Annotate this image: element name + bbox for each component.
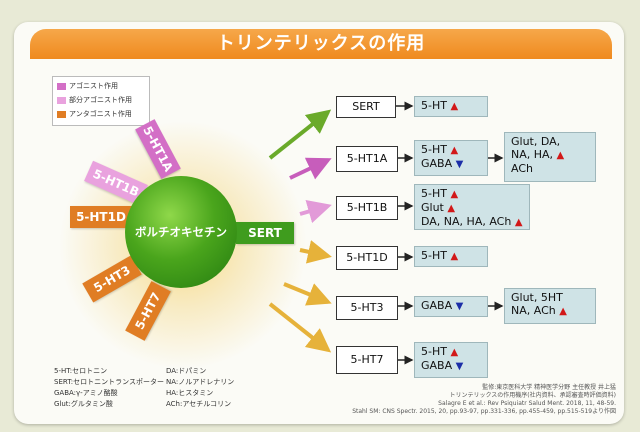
effect-sert: 5-HT ▲ (414, 96, 488, 117)
legend-label: アゴニスト作用 (69, 82, 118, 90)
up-arrow-icon: ▲ (514, 217, 523, 228)
abbr-item: NA:ノルアドレナリン (166, 378, 235, 386)
up-arrow-icon: ▲ (450, 189, 459, 200)
legend-label: アンタゴニスト作用 (69, 110, 132, 118)
target-5ht1d: 5-HT1D (336, 246, 398, 270)
reference-line: Stahl SM: CNS Spectr. 2015, 20, pp.93-97… (352, 408, 616, 415)
effect-text: GABA (421, 299, 453, 312)
effect-text: Glut (421, 201, 444, 214)
abbr-item: Glut:グルタミン酸 (54, 400, 113, 408)
vortioxetine-molecule: ボルチオキセチン (125, 176, 237, 288)
up-arrow-icon: ▲ (556, 150, 565, 161)
effect-5ht1a-downstream: Glut, DA, NA, HA, ▲ ACh (504, 132, 596, 182)
legend-item-antagonist: アンタゴニスト作用 (57, 109, 132, 119)
up-arrow-icon: ▲ (559, 306, 567, 317)
effect-text: 5-HT (421, 143, 447, 156)
legend-label: 部分アゴニスト作用 (69, 96, 132, 104)
effect-text: NA, ACh (511, 304, 556, 317)
legend-swatch (57, 96, 66, 104)
effect-text: DA, NA, HA, ACh (421, 215, 512, 228)
legend-item-agonist: アゴニスト作用 (57, 81, 118, 91)
down-arrow-icon: ▼ (455, 159, 464, 170)
effect-text: 5-HT (421, 249, 447, 262)
up-arrow-icon: ▲ (447, 203, 456, 214)
down-arrow-icon: ▼ (455, 361, 464, 372)
legend-item-partial-agonist: 部分アゴニスト作用 (57, 95, 132, 105)
effect-text: Glut, 5HT (511, 291, 563, 304)
receptor-5ht1d: 5-HT1D (70, 206, 132, 228)
effect-5ht1d: 5-HT ▲ (414, 246, 488, 267)
effect-5ht3: GABA ▼ (414, 296, 488, 317)
abbreviations-left: 5-HT:セロトニン SERT:セロトニントランスポーター GABA:γ-アミノ… (54, 366, 164, 410)
abbr-item: HA:ヒスタミン (166, 389, 214, 397)
legend-swatch (57, 82, 66, 90)
up-arrow-icon: ▲ (450, 251, 459, 262)
effect-5ht1a: 5-HT ▲ GABA ▼ (414, 140, 488, 176)
legend: アゴニスト作用 部分アゴニスト作用 アンタゴニスト作用 (52, 76, 150, 126)
up-arrow-icon: ▲ (450, 347, 459, 358)
references: 監修:東京医科大学 精神医学分野 主任教授 井上猛 トリンテリックスの作用機序(… (266, 384, 616, 416)
effect-text: 5-HT (421, 187, 447, 200)
effect-text: ACh (511, 162, 533, 175)
target-sert: SERT (336, 96, 396, 118)
effect-text: 5-HT (421, 99, 447, 112)
effect-text: NA, HA, (511, 148, 554, 161)
abbreviations-right: DA:ドパミン NA:ノルアドレナリン HA:ヒスタミン ACh:アセチルコリン (166, 366, 234, 410)
abbr-item: ACh:アセチルコリン (166, 400, 232, 408)
effect-text: 5-HT (421, 345, 447, 358)
reference-line: Salagre E et al.: Rev Psiquiatr Salud Me… (438, 400, 616, 407)
legend-swatch (57, 110, 66, 118)
effect-5ht7: 5-HT ▲ GABA ▼ (414, 342, 488, 378)
reference-line: 監修:東京医科大学 精神医学分野 主任教授 井上猛 (482, 384, 616, 391)
up-arrow-icon: ▲ (450, 101, 459, 112)
receptor-sert: SERT (236, 222, 294, 244)
down-arrow-icon: ▼ (455, 301, 464, 312)
up-arrow-icon: ▲ (450, 145, 459, 156)
target-5ht1b: 5-HT1B (336, 196, 398, 220)
target-5ht1a: 5-HT1A (336, 146, 398, 172)
effect-5ht1b: 5-HT ▲ Glut ▲ DA, NA, HA, ACh ▲ (414, 184, 530, 230)
abbr-item: DA:ドパミン (166, 367, 207, 375)
effect-5ht3-downstream: Glut, 5HT NA, ACh ▲ (504, 288, 596, 324)
abbr-item: 5-HT:セロトニン (54, 367, 108, 375)
effect-text: GABA (421, 157, 453, 170)
target-5ht3: 5-HT3 (336, 296, 398, 320)
reference-line: トリンテリックスの作用機序(社内資料、承認審査時評価資料) (449, 392, 616, 399)
effect-text: Glut, DA, (511, 135, 561, 148)
abbr-item: GABA:γ-アミノ酪酸 (54, 389, 118, 397)
effect-text: GABA (421, 359, 453, 372)
page-title: トリンテリックスの作用 (30, 29, 612, 59)
target-5ht7: 5-HT7 (336, 346, 398, 374)
abbr-item: SERT:セロトニントランスポーター (54, 378, 164, 386)
